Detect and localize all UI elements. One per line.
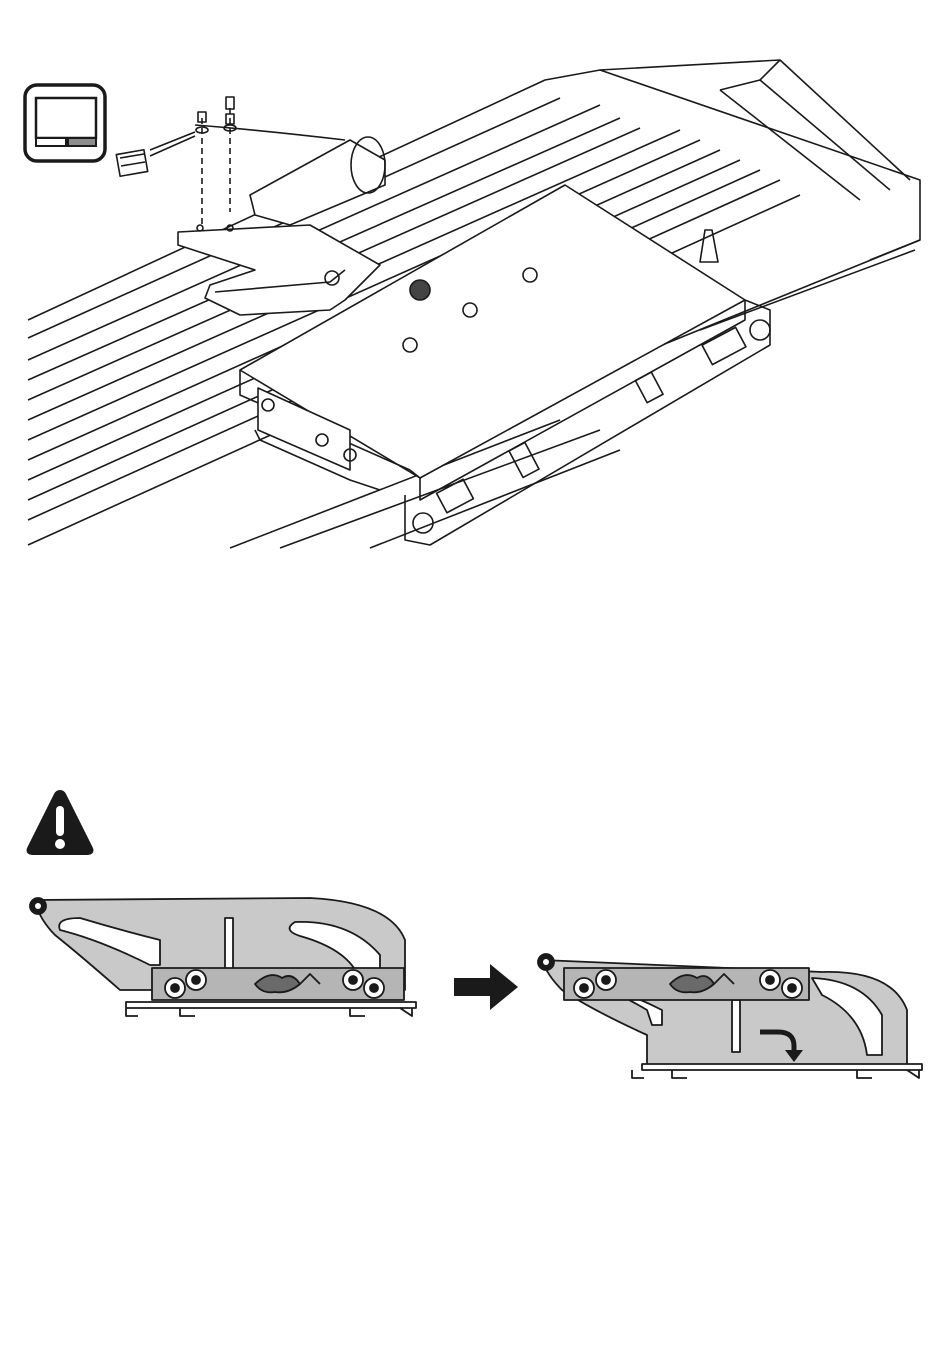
connector-cable <box>116 132 195 176</box>
screws <box>196 97 236 225</box>
rail-mount-assembly-illustration <box>0 0 950 560</box>
arm-position-after-illustration <box>522 940 930 1085</box>
panel-mode-icon <box>22 82 108 164</box>
arm-position-before-illustration <box>20 880 440 1030</box>
right-arrow-icon <box>452 962 520 1012</box>
actuator-motor <box>195 125 385 225</box>
warning-triangle-icon <box>24 786 96 858</box>
end-stop-peg <box>700 230 718 262</box>
